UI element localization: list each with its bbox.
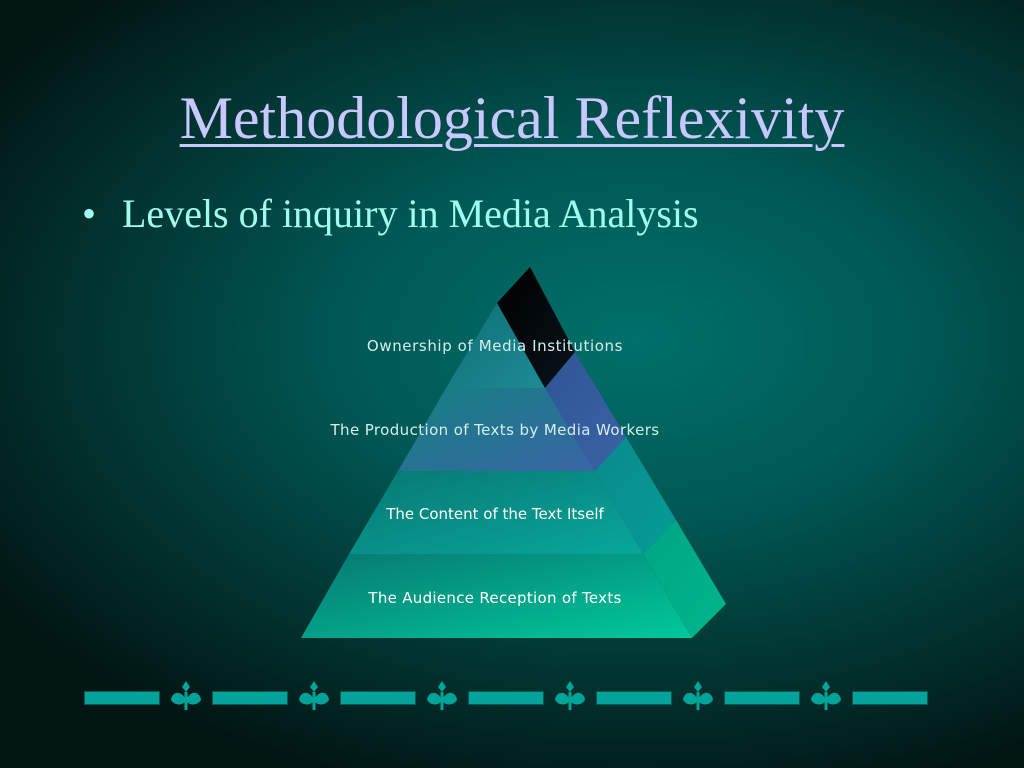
divider-bar: [212, 691, 288, 705]
leaf-sprout-icon: [299, 681, 329, 710]
leaf-sprout-icon: [427, 681, 457, 710]
pyramid-level-label: The Production of Texts by Media Workers: [329, 421, 659, 439]
bullet-list: • Levels of inquiry in Media Analysis: [82, 186, 699, 242]
pyramid-tier-4-front: [301, 554, 692, 638]
bullet-item: • Levels of inquiry in Media Analysis: [82, 186, 699, 242]
slide-title: Methodological Reflexivity: [179, 85, 845, 151]
pyramid-level-label: The Content of the Text Itself: [385, 505, 604, 523]
bullet-text: Levels of inquiry in Media Analysis: [122, 191, 699, 236]
pyramid-tier-2-side: [545, 352, 626, 471]
pyramid-tier-1-front: [446, 303, 545, 388]
footer-ornament-divider: [84, 678, 944, 714]
pyramid-tier-1-side: [497, 267, 575, 388]
leaf-sprout-icon: [555, 681, 585, 710]
divider-bar: [596, 691, 672, 705]
leaf-sprout-icon: [171, 681, 201, 710]
divider-bar: [852, 691, 928, 705]
pyramid-tier-2-front: [398, 388, 595, 471]
divider-bar: [340, 691, 416, 705]
pyramid-tier-4-side: [643, 520, 726, 638]
divider-bar: [468, 691, 544, 705]
leaf-sprout-icon: [811, 681, 841, 710]
pyramid-tier-3-side: [595, 437, 676, 554]
pyramid-level-label: The Audience Reception of Texts: [367, 589, 621, 607]
pyramid-level-label: Ownership of Media Institutions: [367, 337, 623, 355]
pyramid-tier-3-front: [349, 471, 643, 554]
bullet-marker: •: [82, 191, 97, 236]
divider-bar: [84, 691, 160, 705]
leaf-sprout-icon: [683, 681, 713, 710]
divider-bar: [724, 691, 800, 705]
